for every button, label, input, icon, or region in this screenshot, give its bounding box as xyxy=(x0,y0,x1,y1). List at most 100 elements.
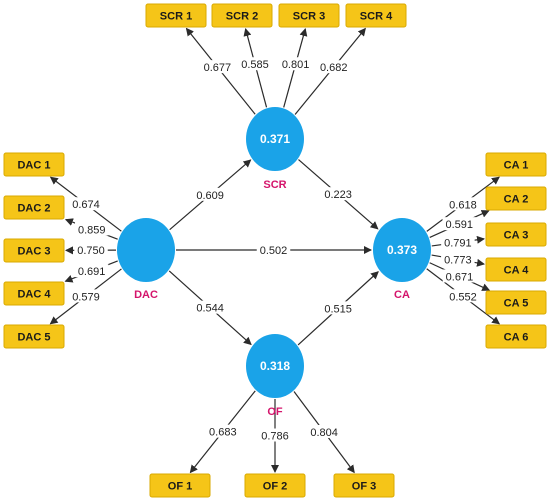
loading-value-ca-2: 0.591 xyxy=(445,219,473,231)
indicator-box xyxy=(278,3,340,28)
indicator-box xyxy=(3,195,65,220)
construct-name: DAC xyxy=(134,289,158,301)
indicator-label: SCR 4 xyxy=(360,11,393,23)
loading-value-ca-6: 0.552 xyxy=(449,291,477,303)
indicator-scr-2[interactable]: SCR 2 xyxy=(211,3,273,28)
path-coefficient-dac-to-scr: 0.609 xyxy=(196,190,224,202)
indicator-of-1[interactable]: OF 1 xyxy=(149,473,211,498)
indicator-label: SCR 3 xyxy=(293,11,325,23)
indicator-ca-6[interactable]: CA 6 xyxy=(485,324,547,349)
loading-value-dac-2-bg xyxy=(75,222,109,236)
r-squared-value: 0.318 xyxy=(260,359,290,373)
loading-value-dac-2: 0.859 xyxy=(78,224,106,236)
loading-value-ca-1-bg xyxy=(446,197,480,211)
construct-dac[interactable]: DAC xyxy=(117,218,175,301)
indicator-label: CA 5 xyxy=(504,298,529,310)
indicator-box xyxy=(333,473,395,498)
loading-value-of-1-bg xyxy=(206,424,240,438)
indicator-ca-4[interactable]: CA 4 xyxy=(485,257,547,282)
loading-value-scr-4-bg xyxy=(316,60,351,74)
indicator-box xyxy=(485,290,547,315)
loading-value-ca-6-bg xyxy=(446,289,480,303)
indicator-label: CA 4 xyxy=(504,265,530,277)
loading-value-of-2: 0.786 xyxy=(261,431,289,443)
construct-circle xyxy=(373,218,431,282)
indicator-label: OF 3 xyxy=(352,481,376,493)
indicator-dac-3[interactable]: DAC 3 xyxy=(3,238,65,263)
path-coefficient-of-to-ca-bg xyxy=(321,301,355,315)
construct-circle xyxy=(246,334,304,398)
path-coefficient-dac-to-ca: 0.502 xyxy=(260,245,288,257)
indicator-box xyxy=(485,324,547,349)
construct-name: OF xyxy=(267,406,283,418)
indicator-box xyxy=(485,222,547,247)
indicator-label: CA 3 xyxy=(504,230,529,242)
loading-value-dac-4: 0.691 xyxy=(78,266,106,278)
indicator-dac-1[interactable]: DAC 1 xyxy=(3,152,65,177)
indicator-label: DAC 4 xyxy=(17,289,51,301)
r-squared-value: 0.371 xyxy=(260,132,290,146)
loading-value-of-1: 0.683 xyxy=(209,427,237,439)
loading-value-scr-3-bg xyxy=(278,57,313,71)
nodes-layer: SCR 1 SCR 2 SCR 3 SCR 4 DAC 1 DAC 2 DAC 3 DAC 4… xyxy=(3,3,547,498)
indicator-dac-2[interactable]: DAC 2 xyxy=(3,195,65,220)
loading-value-scr-3: 0.801 xyxy=(282,59,310,71)
indicator-label: SCR 2 xyxy=(226,11,258,23)
indicator-box xyxy=(3,238,65,263)
coefficient-labels-layer: 0.677 0.585 0.801 0.682 0.674 0.859 0.750 0.691… xyxy=(69,57,480,443)
indicator-ca-1[interactable]: CA 1 xyxy=(485,152,547,177)
construct-name: CA xyxy=(394,289,410,301)
indicator-dac-4[interactable]: DAC 4 xyxy=(3,281,65,306)
indicator-scr-3[interactable]: SCR 3 xyxy=(278,3,340,28)
r-squared-value: 0.373 xyxy=(387,243,417,257)
indicator-label: DAC 1 xyxy=(17,160,50,172)
indicator-scr-1[interactable]: SCR 1 xyxy=(145,3,207,28)
indicator-dac-5[interactable]: DAC 5 xyxy=(3,324,65,349)
indicator-label: OF 1 xyxy=(168,481,192,493)
loading-value-dac-5-bg xyxy=(69,289,103,303)
indicator-box xyxy=(3,152,65,177)
loading-value-of-2-bg xyxy=(258,428,292,442)
loading-value-ca-5-bg xyxy=(442,269,477,283)
construct-circle xyxy=(117,218,175,282)
path-coefficient-scr-to-ca-bg xyxy=(321,187,355,201)
loading-value-ca-5: 0.671 xyxy=(446,271,474,283)
indicator-ca-5[interactable]: CA 5 xyxy=(485,290,547,315)
indicator-label: CA 2 xyxy=(504,194,529,206)
indicator-box xyxy=(244,473,306,498)
loading-value-scr-4: 0.682 xyxy=(320,62,348,74)
loading-value-dac-3: 0.750 xyxy=(77,245,105,257)
indicator-box xyxy=(149,473,211,498)
indicator-box xyxy=(485,257,547,282)
path-coefficient-dac-to-of: 0.544 xyxy=(196,303,224,315)
indicator-label: DAC 2 xyxy=(17,203,50,215)
loading-value-scr-2: 0.585 xyxy=(241,59,269,71)
indicator-of-2[interactable]: OF 2 xyxy=(244,473,306,498)
construct-name: SCR xyxy=(263,179,286,191)
path-coefficient-scr-to-ca: 0.223 xyxy=(324,189,352,201)
indicator-box xyxy=(3,281,65,306)
loading-value-ca-3-bg xyxy=(441,235,475,249)
loading-value-scr-1: 0.677 xyxy=(204,62,232,74)
construct-circle xyxy=(246,107,304,171)
path-coefficient-dac-to-scr-bg xyxy=(193,187,227,201)
indicator-label: DAC 5 xyxy=(17,332,50,344)
loading-value-ca-1: 0.618 xyxy=(449,199,477,211)
indicator-of-3[interactable]: OF 3 xyxy=(333,473,395,498)
indicator-box xyxy=(145,3,207,28)
loading-value-scr-1-bg xyxy=(200,60,235,74)
indicator-ca-2[interactable]: CA 2 xyxy=(485,186,547,211)
loading-value-ca-2-bg xyxy=(442,217,476,231)
loading-value-dac-1-bg xyxy=(69,197,103,211)
indicator-ca-3[interactable]: CA 3 xyxy=(485,222,547,247)
loading-value-ca-4: 0.773 xyxy=(444,255,472,267)
loading-value-dac-1: 0.674 xyxy=(72,199,100,211)
indicator-box xyxy=(345,3,407,28)
loading-value-ca-4-bg xyxy=(441,252,475,266)
indicator-box xyxy=(485,186,547,211)
indicator-scr-4[interactable]: SCR 4 xyxy=(345,3,407,28)
indicator-box xyxy=(211,3,273,28)
